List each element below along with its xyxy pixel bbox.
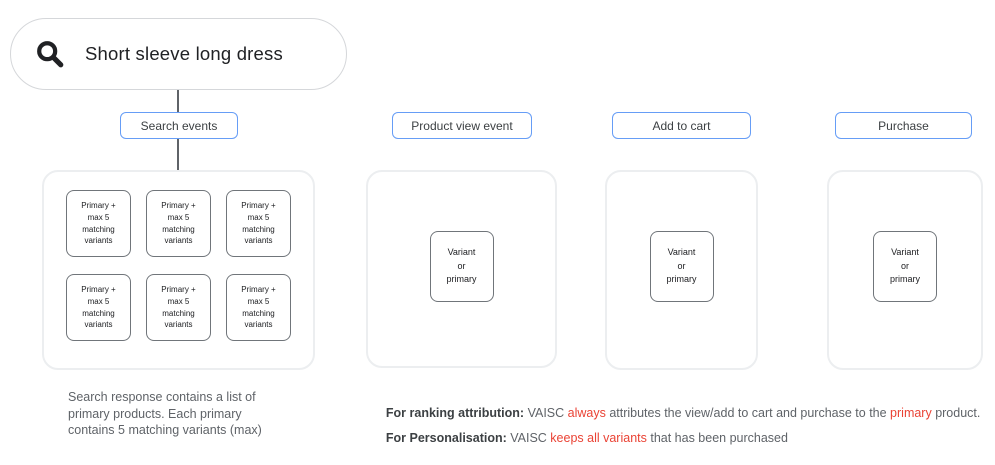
- search-bar: Short sleeve long dress: [10, 18, 347, 90]
- product-view-panel: Variant or primary: [366, 170, 557, 368]
- personalisation-note: For Personalisation: VAISC keeps all var…: [372, 417, 788, 459]
- product-view-event-label: Product view event: [392, 112, 532, 139]
- result-box-grid: Primary + max 5 matching variants Primar…: [66, 190, 291, 341]
- ranking-note-highlight: primary: [890, 406, 932, 420]
- personalisation-note-text: that has been purchased: [646, 431, 788, 445]
- add-to-cart-panel: Variant or primary: [605, 170, 758, 370]
- ranking-note-label: For ranking attribution:: [385, 406, 525, 420]
- personalisation-note-label: For Personalisation:: [385, 431, 507, 445]
- primary-variants-box: Primary + max 5 matching variants: [146, 274, 211, 341]
- primary-variants-box: Primary + max 5 matching variants: [146, 190, 211, 257]
- primary-variants-box: Primary + max 5 matching variants: [66, 190, 131, 257]
- search-response-note: Search response contains a list of prima…: [68, 390, 262, 438]
- ranking-note-text: VAISC: [524, 406, 568, 420]
- purchase-panel: Variant or primary: [827, 170, 983, 370]
- ranking-note-text: attributes the view/add to cart and purc…: [605, 406, 891, 420]
- purchase-label: Purchase: [835, 112, 972, 139]
- search-icon: [35, 39, 65, 69]
- primary-variants-box: Primary + max 5 matching variants: [66, 274, 131, 341]
- variant-or-primary-box: Variant or primary: [649, 231, 714, 302]
- primary-variants-box: Primary + max 5 matching variants: [226, 274, 291, 341]
- personalisation-note-text: VAISC: [506, 431, 551, 445]
- add-to-cart-label: Add to cart: [612, 112, 751, 139]
- search-query-text: Short sleeve long dress: [85, 43, 283, 64]
- ranking-note-highlight: always: [567, 406, 606, 420]
- search-events-panel: Primary + max 5 matching variants Primar…: [42, 170, 315, 370]
- variant-or-primary-box: Variant or primary: [429, 231, 494, 302]
- primary-variants-box: Primary + max 5 matching variants: [226, 190, 291, 257]
- personalisation-note-highlight: keeps all variants: [550, 431, 647, 445]
- variant-or-primary-box: Variant or primary: [873, 231, 937, 302]
- ranking-attribution-note: For ranking attribution: VAISC always at…: [372, 392, 980, 434]
- connector-line-top: [177, 90, 179, 112]
- search-events-label: Search events: [120, 112, 238, 139]
- connector-line-bottom: [177, 139, 179, 170]
- ranking-note-text: product.: [931, 406, 981, 420]
